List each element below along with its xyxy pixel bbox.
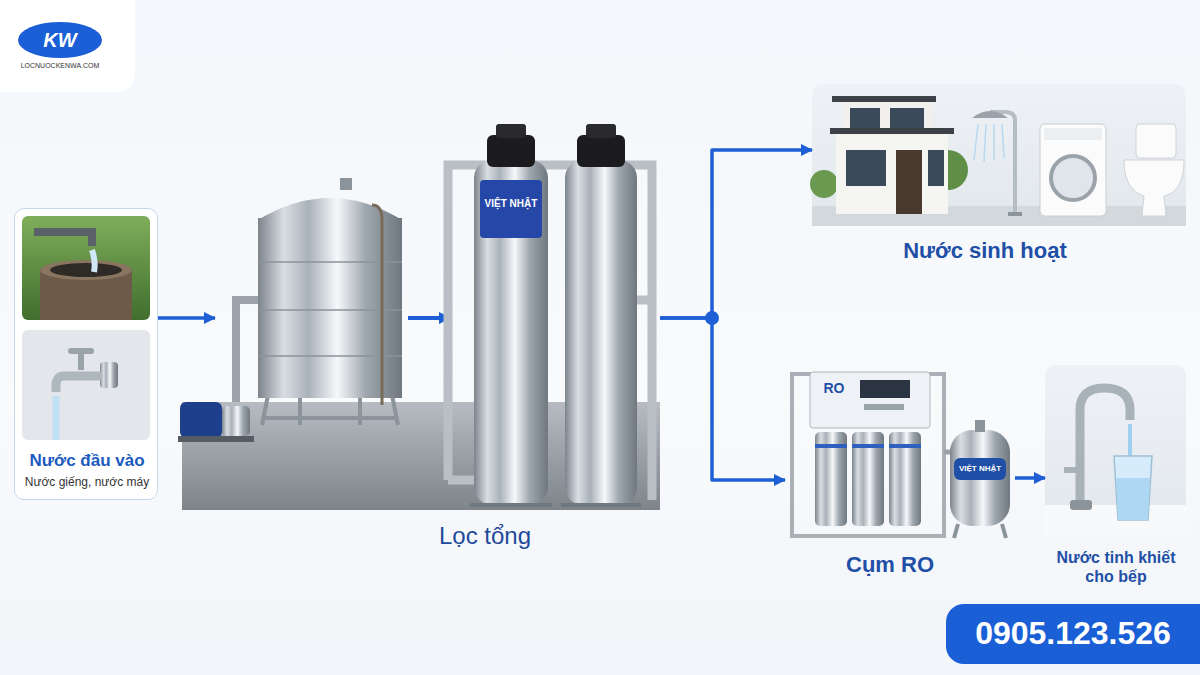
ro-label: RO	[814, 381, 854, 396]
node-heading: Cụm RO	[780, 552, 1000, 578]
website-text: LOCNUOCKENWA.COM	[5, 62, 115, 70]
node-heading: 0905.123.526	[948, 614, 1198, 652]
phone-badge: 0905.123.526	[946, 604, 1200, 664]
node-heading: Nước đầu vào	[18, 451, 156, 471]
brand-label: VIỆT NHẬT	[480, 198, 542, 209]
flow-arrow	[660, 150, 812, 318]
kitchen-water-panel: Nước tinh khiết cho bếp	[1045, 365, 1188, 597]
flow-arrow	[1015, 476, 1045, 480]
flow-arrow	[660, 318, 785, 480]
ro-unit-group: Cụm RO	[785, 365, 1015, 587]
household-water-panel: Nước sinh hoạt	[812, 84, 1188, 274]
brand-label: VIỆT NHẬT	[952, 465, 1008, 474]
flow-arrow	[158, 316, 215, 320]
node-heading: Lọc tổng	[375, 522, 595, 551]
input-panel: Nước đầu vàoNước giếng, nước máy	[14, 208, 158, 500]
logo-mark: KW	[30, 29, 90, 51]
node-heading: Nước tinh khiết cho bếp	[1045, 548, 1188, 586]
main-filter-group: Lọc tổng	[215, 120, 660, 560]
node-subtext: Nước giếng, nước máy	[17, 475, 157, 489]
node-heading: Nước sinh hoạt	[845, 238, 1125, 264]
